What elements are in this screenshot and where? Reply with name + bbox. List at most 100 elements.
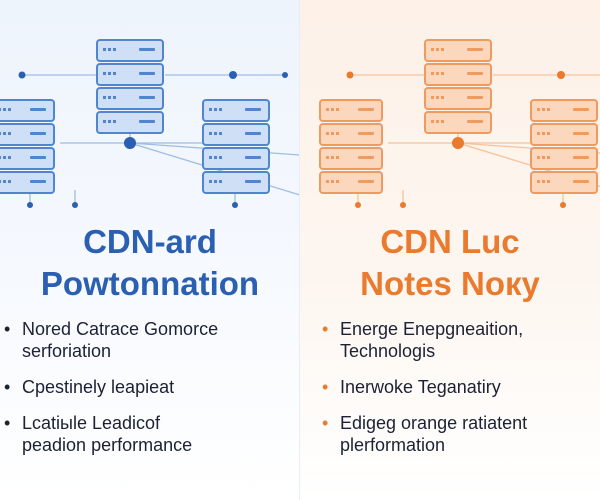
- status-led: [547, 132, 550, 135]
- status-led: [331, 156, 334, 159]
- server-unit: [424, 39, 492, 62]
- bullet-dot-icon: •: [322, 319, 329, 339]
- status-led: [331, 108, 334, 111]
- server-rack-icon: [0, 99, 55, 194]
- network-node-icon: [229, 71, 237, 79]
- status-led: [108, 72, 111, 75]
- network-node-icon: [452, 137, 464, 149]
- status-led: [113, 120, 116, 123]
- status-led: [431, 120, 434, 123]
- network-node-icon: [72, 202, 78, 208]
- server-unit: [319, 123, 383, 146]
- status-led: [537, 132, 540, 135]
- status-led: [113, 48, 116, 51]
- status-led: [103, 120, 106, 123]
- drive-slot: [573, 108, 589, 111]
- drive-slot: [30, 156, 46, 159]
- status-led: [0, 180, 1, 183]
- server-unit: [530, 171, 598, 194]
- bullet-dot-icon: •: [322, 413, 329, 433]
- server-rack-icon: [319, 99, 383, 194]
- status-led: [547, 108, 550, 111]
- network-node-icon: [346, 71, 354, 79]
- status-led: [113, 96, 116, 99]
- server-unit: [319, 171, 383, 194]
- server-rack-icon: [96, 39, 164, 134]
- right-title-line2: Notes Noкy: [360, 265, 540, 302]
- drive-slot: [245, 108, 261, 111]
- drive-slot: [358, 132, 374, 135]
- drive-slot: [358, 156, 374, 159]
- drive-slot: [573, 180, 589, 183]
- status-led: [214, 156, 217, 159]
- right-network-diagram: [319, 39, 600, 208]
- status-led: [103, 72, 106, 75]
- status-led: [336, 156, 339, 159]
- left-network-diagram: [0, 39, 300, 208]
- drive-slot: [30, 132, 46, 135]
- server-unit: [319, 147, 383, 170]
- status-led: [214, 108, 217, 111]
- status-led: [8, 180, 11, 183]
- status-led: [219, 180, 222, 183]
- server-unit: [202, 147, 270, 170]
- left-bullet-list: • Nored Catrace Gomorce serforiation • C…: [4, 318, 300, 470]
- drive-slot: [573, 156, 589, 159]
- left-bullet-3-line2: peadion performance: [22, 435, 193, 455]
- status-led: [214, 132, 217, 135]
- left-title-line2: Powtonnation: [40, 265, 260, 302]
- drive-slot: [139, 72, 155, 75]
- server-unit: [202, 99, 270, 122]
- status-led: [542, 180, 545, 183]
- status-led: [441, 120, 444, 123]
- status-led: [0, 108, 1, 111]
- server-unit: [0, 171, 55, 194]
- status-led: [108, 48, 111, 51]
- status-led: [436, 48, 439, 51]
- status-led: [336, 180, 339, 183]
- right-bullet-1-line1: Energe Enepgneaition,: [340, 319, 524, 339]
- status-led: [436, 96, 439, 99]
- right-bullet-1: • Energe Enepgneaition, Technologis: [322, 318, 600, 362]
- status-led: [108, 120, 111, 123]
- server-unit: [530, 123, 598, 146]
- server-unit: [424, 111, 492, 134]
- server-unit: [530, 147, 598, 170]
- status-led: [336, 108, 339, 111]
- status-led: [326, 180, 329, 183]
- status-led: [431, 96, 434, 99]
- left-bullet-2: • Cpestinely leapieat: [4, 376, 300, 398]
- drive-slot: [467, 96, 483, 99]
- server-unit: [530, 99, 598, 122]
- left-panel: CDN-ard Powtonnation • Nored Catrace Gom…: [0, 0, 300, 500]
- status-led: [3, 108, 6, 111]
- bullet-dot-icon: •: [4, 413, 11, 433]
- network-node-icon: [557, 71, 565, 79]
- status-led: [214, 180, 217, 183]
- left-bullet-1-line2: serforiation: [22, 341, 112, 361]
- network-node-icon: [355, 202, 361, 208]
- server-unit: [96, 39, 164, 62]
- bullet-dot-icon: •: [4, 377, 11, 397]
- server-rack-icon: [202, 99, 270, 194]
- drive-slot: [30, 180, 46, 183]
- status-led: [219, 108, 222, 111]
- status-led: [209, 132, 212, 135]
- status-led: [331, 132, 334, 135]
- status-led: [336, 132, 339, 135]
- server-unit: [424, 63, 492, 86]
- status-led: [441, 96, 444, 99]
- network-node-icon: [400, 202, 406, 208]
- status-led: [431, 72, 434, 75]
- status-led: [8, 108, 11, 111]
- right-bullet-1-line2: Technologis: [340, 341, 436, 361]
- server-unit: [202, 123, 270, 146]
- drive-slot: [139, 96, 155, 99]
- right-panel: CDN Luc Notes Noкy • Energe Enepgneaitio…: [300, 0, 600, 500]
- left-bullet-3: • Lcatiыle Leadicof peadion performance: [4, 412, 300, 456]
- drive-slot: [245, 132, 261, 135]
- status-led: [219, 132, 222, 135]
- status-led: [537, 180, 540, 183]
- status-led: [436, 72, 439, 75]
- bullet-dot-icon: •: [4, 319, 11, 339]
